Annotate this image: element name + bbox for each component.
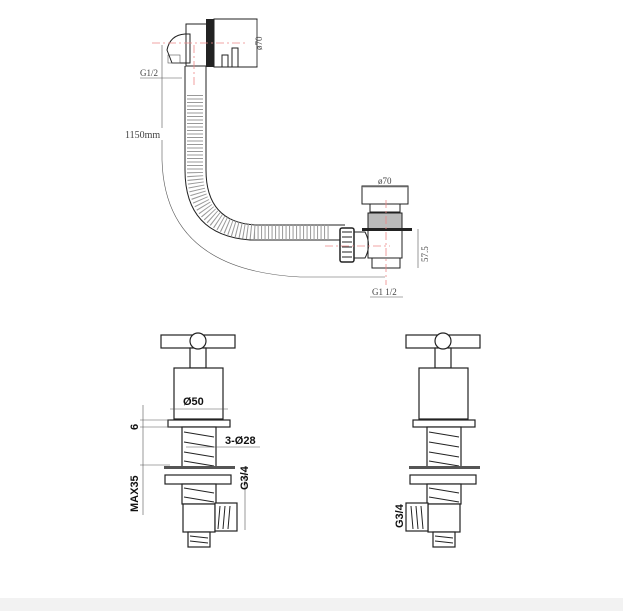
bath-waste-overflow-diagram: ø70 G1/2 1150mm ø70 — [124, 18, 430, 298]
overflow-diameter-label: ø70 — [254, 36, 264, 50]
tap-right: G3/4 — [394, 332, 481, 548]
hose-length-label: 1150mm — [125, 130, 160, 141]
flexible-hose — [184, 66, 345, 241]
waste-height-label: 57.5 — [420, 246, 430, 262]
overflow-head: ø70 G1/2 — [140, 18, 264, 85]
tap-left: Ø50 6 MAX35 3-Ø28 G3/4 — [129, 332, 260, 548]
hose-length-dimension: 1150mm — [124, 45, 385, 278]
dimensions-left: Ø50 6 MAX35 3-Ø28 G3/4 — [129, 396, 260, 530]
right-outlet-thread-label: G3/4 — [394, 503, 406, 528]
left-outlet-thread-label: G3/4 — [239, 465, 251, 490]
shaft-diameter-label: 3-Ø28 — [225, 435, 256, 447]
body-diameter-label: Ø50 — [183, 396, 204, 408]
bottom-band — [0, 598, 623, 611]
max-depth-label: MAX35 — [129, 475, 141, 512]
flange-thickness-label: 6 — [129, 424, 141, 430]
waste-outlet: ø70 57.5 G1 1/2 — [325, 176, 430, 298]
waste-diameter-label: ø70 — [378, 176, 392, 186]
waste-thread-label: G1 1/2 — [372, 287, 397, 297]
overflow-thread-label: G1/2 — [140, 68, 158, 78]
